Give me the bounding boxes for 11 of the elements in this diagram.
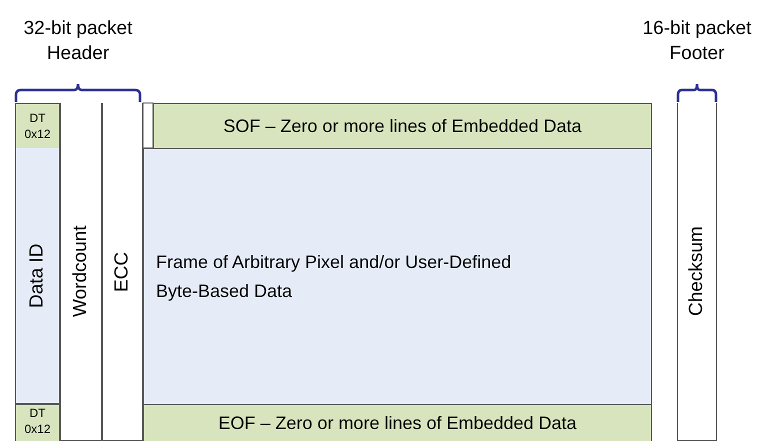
eof-band: EOF – Zero or more lines of Embedded Data	[143, 404, 652, 441]
data-id-field: Data ID	[15, 148, 60, 404]
wordcount-field: Wordcount	[60, 103, 102, 441]
ecc-field: ECC	[102, 103, 143, 441]
sof-band: SOF – Zero or more lines of Embedded Data	[153, 103, 652, 148]
bracket-label: 16-bit packet Footer	[642, 17, 752, 66]
checksum-field: Checksum	[677, 103, 717, 441]
data-type-field: DT 0x12	[15, 103, 60, 148]
bracket-label: 32-bit packet Header	[22, 17, 134, 66]
data-type-field: DT 0x12	[15, 404, 60, 441]
frame-data-area: Frame of Arbitrary Pixel and/or User-Defined Byte-Based Data	[143, 148, 652, 404]
